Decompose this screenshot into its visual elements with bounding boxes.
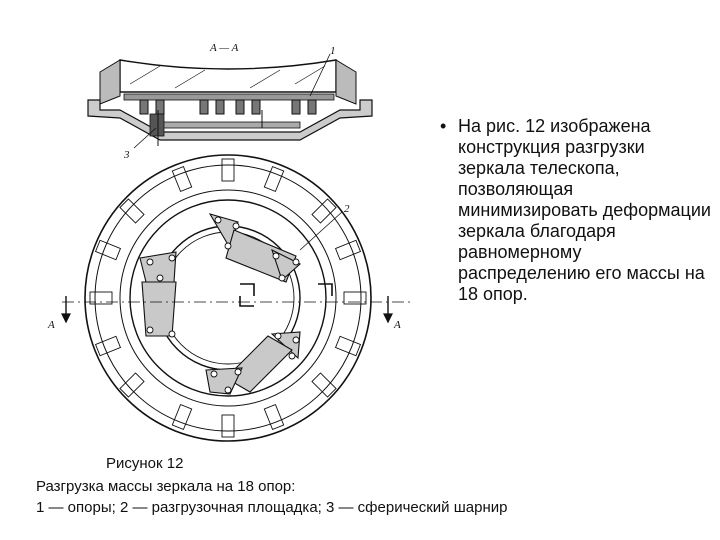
caption-line-1: Разгрузка массы зеркала на 18 опор: [36, 478, 296, 495]
section-label: A — A [209, 42, 239, 54]
figure-title: Рисунок 12 [106, 455, 184, 472]
rib-ring [89, 158, 367, 438]
technical-drawing: A — A 1 3 [0, 0, 430, 450]
callout-3: 3 [123, 149, 130, 161]
plan-view: A A 2 [47, 154, 410, 442]
section-arrow-left-letter: A [47, 319, 55, 331]
caption-line-2: 1 — опоры; 2 — разгрузочная площадка; 3 … [36, 499, 508, 516]
callout-1: 1 [330, 45, 336, 57]
housing [87, 99, 373, 141]
description-bullet: • На рис. 12 изображена конструкция разг… [440, 116, 712, 305]
bullet-marker: • [440, 116, 447, 136]
section-view: A — A 1 3 [87, 42, 373, 161]
center-mark [239, 283, 333, 307]
section-arrow-right-letter: A [393, 319, 401, 331]
bullet-text: На рис. 12 изображена конструкция разгру… [458, 116, 711, 304]
mirror [119, 59, 337, 93]
outer-ring [84, 154, 372, 442]
unloading-pads [139, 213, 301, 395]
callout-2: 2 [344, 203, 350, 215]
supports-section [139, 99, 317, 115]
